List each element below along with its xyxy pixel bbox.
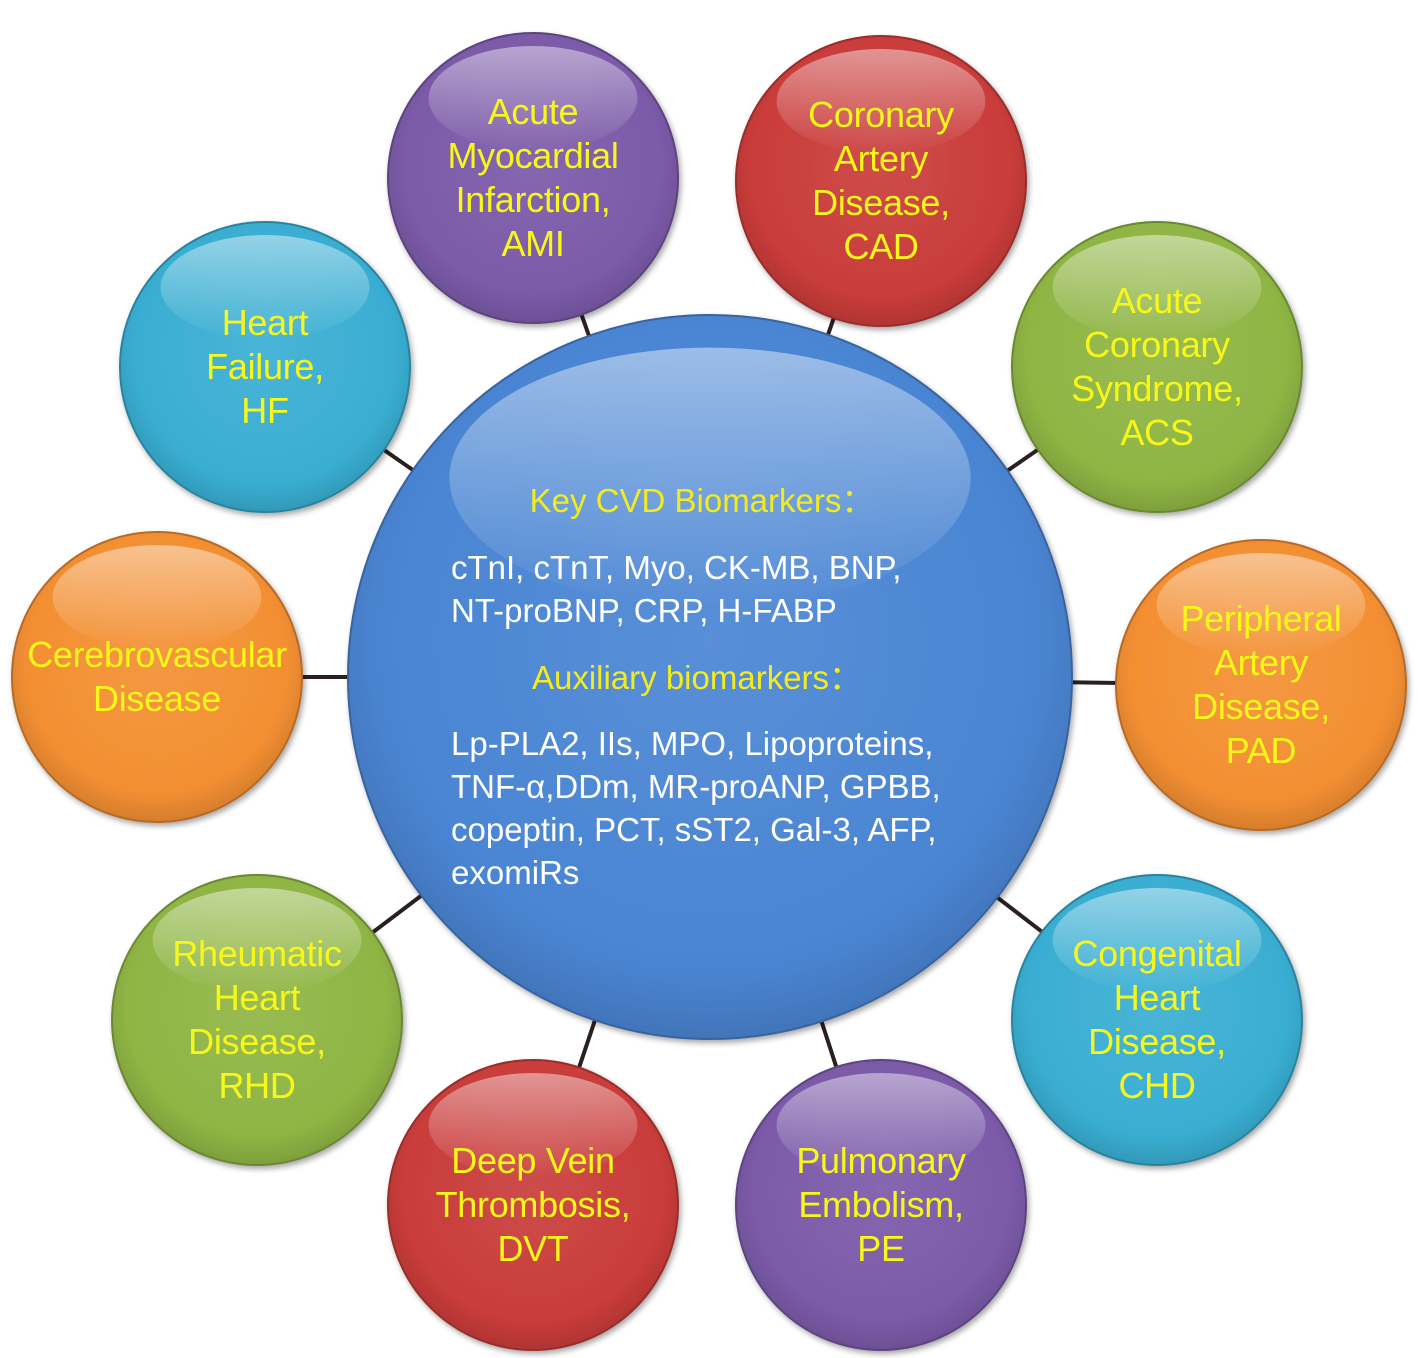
rhd-gloss	[152, 888, 362, 993]
ami-label-line: Myocardial	[447, 135, 618, 176]
pad-label-line: Artery	[1214, 642, 1309, 683]
acs-gloss	[1052, 235, 1262, 340]
hub-aux-line: Lp-PLA2, IIs, MPO, Lipoproteins,	[451, 725, 933, 762]
connectors	[298, 310, 1121, 1072]
hub-key-line: NT-proBNP, CRP, H-FABP	[451, 592, 837, 629]
hf-label-line: Heart	[222, 302, 309, 343]
hub-aux-line: exomiRs	[451, 854, 579, 891]
disease-nodes: AcuteMyocardialInfarction,AMICoronaryArt…	[11, 32, 1407, 1351]
connector-pad	[1067, 680, 1121, 685]
cerebrovascular-label-line: Disease	[93, 678, 221, 719]
pad-label-line: PAD	[1226, 730, 1296, 771]
ami-gloss	[428, 46, 638, 151]
cerebrovascular-gloss	[52, 545, 262, 650]
acs-label-line: Syndrome,	[1071, 368, 1242, 409]
cad-label-line: Coronary	[808, 94, 954, 135]
dvt-label-line: DVT	[497, 1228, 568, 1269]
cad-gloss	[776, 49, 986, 154]
acs-label-line: Coronary	[1084, 324, 1230, 365]
pad-label-line: Peripheral	[1180, 598, 1341, 639]
hub-heading-key: Key CVD Biomarkers：	[530, 482, 875, 519]
dvt-gloss	[428, 1073, 638, 1178]
hub-aux-line: TNF-α,DDm, MR-proANP, GPBB,	[451, 768, 941, 805]
dvt-label-line: Thrombosis,	[436, 1184, 631, 1225]
hub-heading-auxiliary: Auxiliary biomarkers：	[532, 659, 862, 696]
cerebrovascular-label-line: Cerebrovascular	[27, 634, 287, 675]
hub-gloss	[449, 347, 971, 609]
pad-label-line: Disease,	[1192, 686, 1330, 727]
connector-dvt	[575, 1015, 599, 1072]
hub-node: Key CVD Biomarkers： cTnI, cTnT, Myo, CK-M…	[347, 314, 1073, 1040]
hub-key-line: cTnI, cTnT, Myo, CK-MB, BNP,	[451, 549, 901, 586]
hf-label-line: HF	[241, 390, 288, 431]
acs-label-line: Acute	[1112, 280, 1203, 321]
pad-gloss	[1156, 553, 1366, 658]
pe-label-line: Embolism,	[798, 1184, 963, 1225]
acs-label-line: ACS	[1120, 412, 1193, 453]
hub-aux-line: copeptin, PCT, sST2, Gal-3, AFP,	[451, 811, 936, 848]
rhd-label-line: Heart	[214, 977, 301, 1018]
pe-label-line: Pulmonary	[796, 1140, 966, 1181]
cad-label-line: Artery	[834, 138, 929, 179]
hf-gloss	[160, 235, 370, 340]
connector-ami	[578, 310, 593, 341]
pe-gloss	[776, 1073, 986, 1178]
ami-label-line: Infarction,	[456, 179, 611, 220]
ami-label-line: AMI	[501, 223, 564, 264]
chd-gloss	[1052, 888, 1262, 993]
cad-label-line: Disease,	[812, 182, 950, 223]
chd-label-line: Disease,	[1088, 1021, 1226, 1062]
dvt-label-line: Deep Vein	[451, 1140, 614, 1181]
rhd-label-line: Disease,	[188, 1021, 326, 1062]
chd-label-line: Congenital	[1072, 933, 1241, 974]
connector-rhd	[368, 891, 426, 937]
ami-label-line: Acute	[488, 91, 579, 132]
connector-acs	[1003, 445, 1043, 475]
chd-label-line: CHD	[1118, 1065, 1195, 1106]
connector-chd	[992, 893, 1047, 936]
cad-label-line: CAD	[843, 226, 918, 267]
rhd-label-line: RHD	[218, 1065, 295, 1106]
pe-label-line: PE	[857, 1228, 904, 1269]
rhd-label-line: Rheumatic	[172, 933, 342, 974]
hf-label-line: Failure,	[206, 346, 324, 387]
connector-pe	[818, 1016, 840, 1072]
chd-label-line: Heart	[1114, 977, 1201, 1018]
connector-hf	[379, 445, 418, 475]
